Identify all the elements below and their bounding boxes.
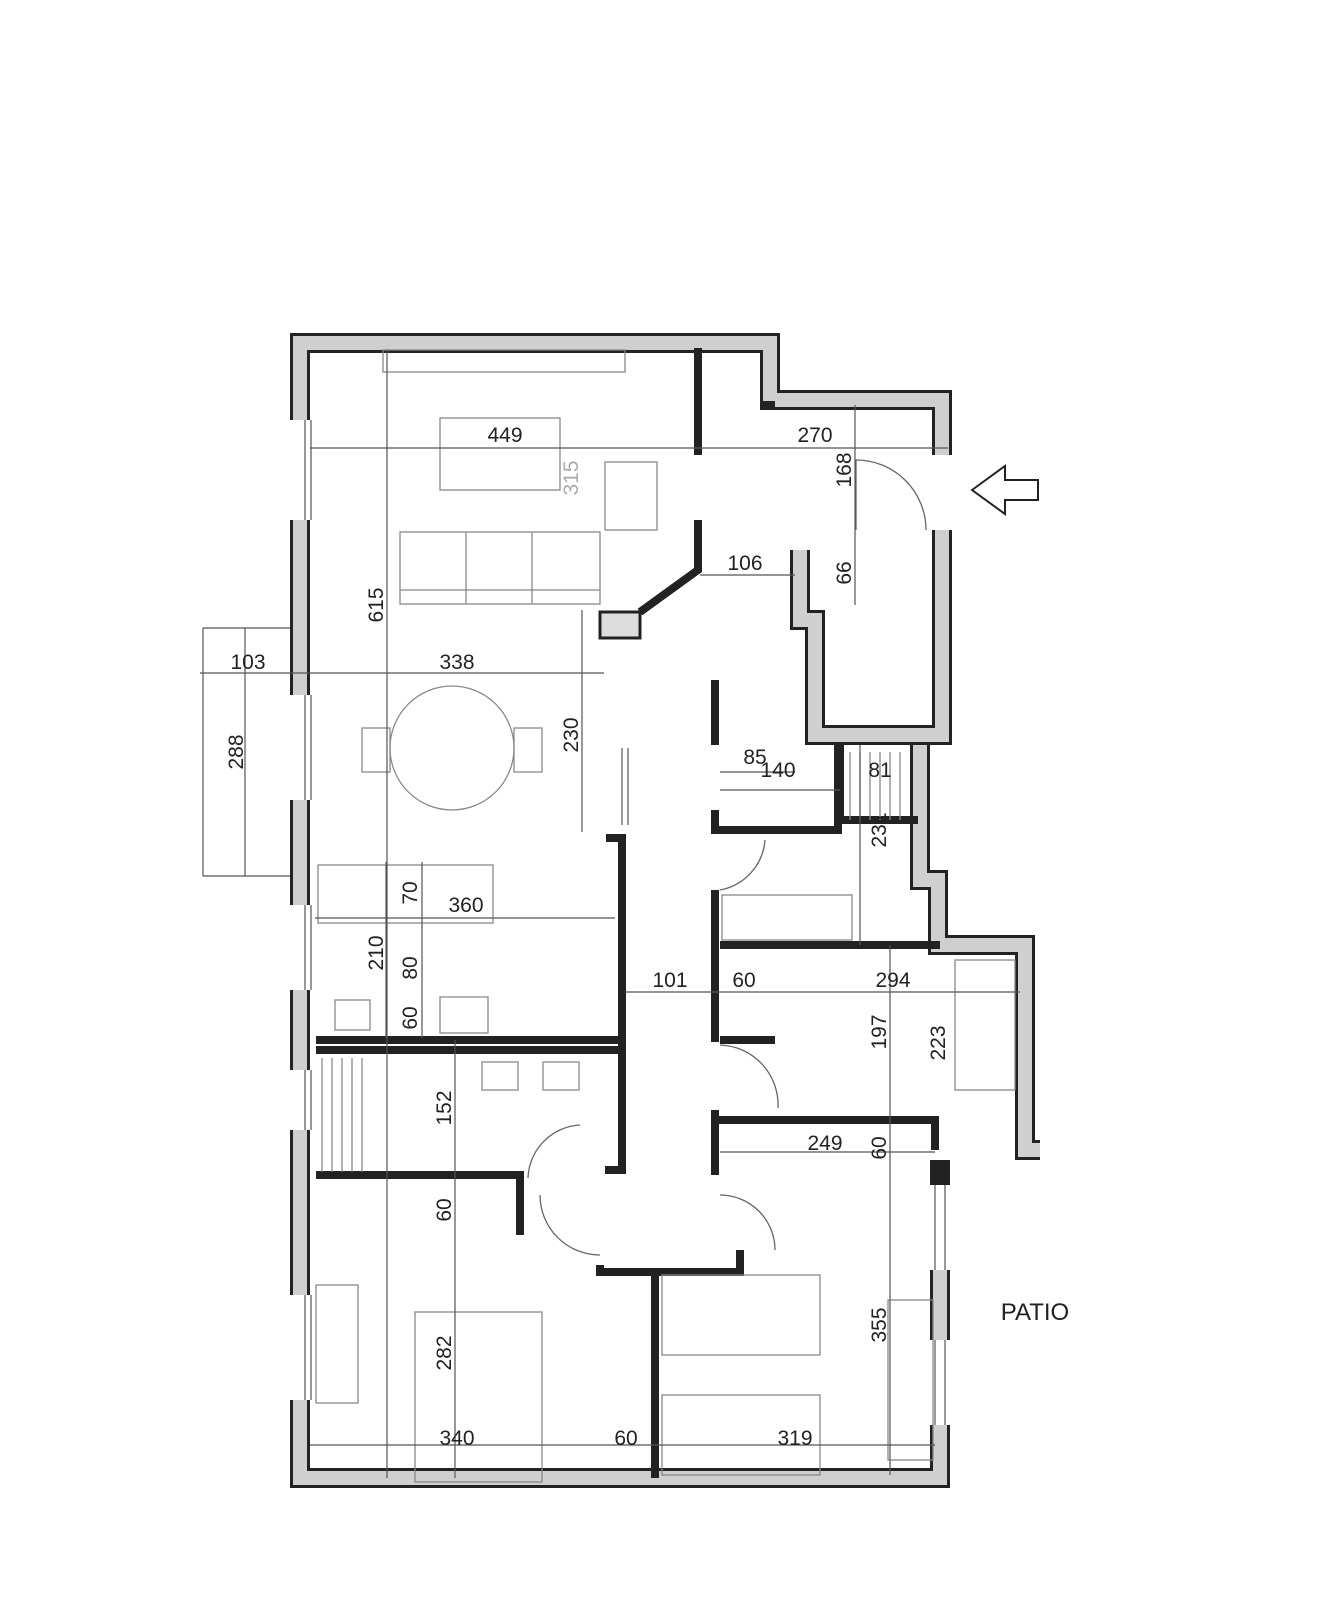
dim-label: 294 xyxy=(875,969,910,992)
windows xyxy=(304,420,946,1425)
dim-label: 249 xyxy=(807,1132,842,1155)
dim-label: 340 xyxy=(439,1427,474,1450)
dim-label: 449 xyxy=(487,424,522,447)
dim-label: 355 xyxy=(868,1307,891,1342)
dim-label: 360 xyxy=(448,894,483,917)
dim-label: 288 xyxy=(225,734,248,769)
dim-label: 270 xyxy=(797,424,832,447)
dim-label: 338 xyxy=(439,651,474,674)
dimension-lines xyxy=(200,350,1020,1478)
dim-label: 66 xyxy=(833,561,856,584)
dim-label: 85 xyxy=(743,746,766,769)
dim-label: 80 xyxy=(399,956,422,979)
dim-label: 60 xyxy=(399,1006,422,1029)
dim-label: 60 xyxy=(732,969,755,992)
dim-label: 103 xyxy=(230,651,265,674)
dim-label: 81 xyxy=(868,759,891,782)
arrow-left-icon xyxy=(970,464,1039,516)
dim-label: 60 xyxy=(614,1427,637,1450)
entrance-arrow xyxy=(970,464,1039,516)
interior-walls xyxy=(316,348,940,1478)
exterior-walls xyxy=(290,333,1040,1488)
dim-label: 223 xyxy=(927,1025,950,1060)
dim-label: 101 xyxy=(652,969,687,992)
dim-label: 106 xyxy=(727,552,762,575)
patio-label: PATIO xyxy=(1001,1299,1069,1326)
furniture xyxy=(315,349,1016,1483)
dim-label: 231 xyxy=(868,812,891,847)
vertical-dimension-labels: 315 168 66 615 288 230 231 70 210 80 60 … xyxy=(225,452,950,1370)
dim-label: 197 xyxy=(868,1014,891,1049)
dim-label: 168 xyxy=(833,452,856,487)
dim-label: 70 xyxy=(399,881,422,904)
dim-label: 210 xyxy=(365,935,388,970)
doors xyxy=(527,459,927,1256)
horizontal-dimension-labels: 449 270 106 103 338 85 140 81 360 101 60… xyxy=(230,424,1069,1450)
dim-label: 60 xyxy=(433,1198,456,1221)
dim-label: 282 xyxy=(433,1335,456,1370)
dim-label: 615 xyxy=(365,587,388,622)
dim-label: 230 xyxy=(560,717,583,752)
dim-label: 152 xyxy=(433,1090,456,1125)
dim-label: 140 xyxy=(760,759,795,782)
dim-label: 315 xyxy=(560,460,583,495)
dim-label: 60 xyxy=(868,1136,891,1159)
dim-label: 319 xyxy=(777,1427,812,1450)
